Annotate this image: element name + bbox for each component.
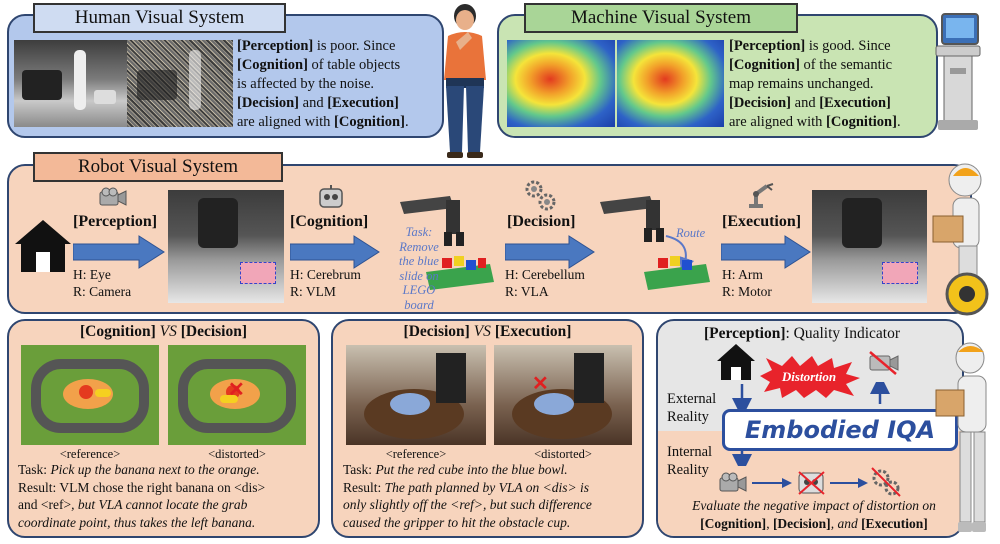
arrow-decision — [505, 235, 595, 269]
arrow-execution — [721, 235, 811, 269]
robot-head-crossed-icon — [798, 471, 825, 495]
robot-arm-lego-illustration — [400, 196, 494, 290]
arrow-perception — [73, 235, 165, 269]
cog-distorted-caption: <distorted> — [208, 447, 266, 461]
human-scene-clean-photo — [14, 40, 127, 127]
task-note: Task: Remove the blue slide on LEGO boar… — [399, 225, 439, 312]
camera-crossed-icon — [869, 351, 899, 375]
stage-decision-human: H: Cerebellum — [505, 267, 585, 282]
robot-arm-icon — [749, 183, 774, 208]
dec-distorted-caption: <distorted> — [534, 447, 592, 461]
pipeline-arrow-2 — [830, 478, 868, 488]
external-reality-label: External Reality — [667, 391, 717, 425]
robot-visual-system-title: Robot Visual System — [33, 152, 283, 182]
stage-execution-human: H: Arm — [722, 267, 763, 282]
cognition-vs-decision-title: [Cognition] VS [Decision] — [79, 323, 248, 340]
stage-cognition-human: H: Cerebrum — [290, 267, 361, 282]
house-icon — [15, 220, 71, 272]
machine-heatmap-clean — [507, 40, 615, 127]
robot-execution-result-photo — [812, 190, 927, 303]
distortion-label: Distortion — [781, 369, 837, 384]
dec-vs-exe-description: Task: Put the red cube into the blue bow… — [343, 462, 592, 530]
stage-perception-robot: R: Camera — [73, 284, 132, 299]
stage-execution-robot: R: Motor — [722, 284, 772, 299]
toy-city-reference-photo — [21, 345, 159, 445]
delivery-robot-illustration — [932, 163, 989, 316]
dec-reference-caption: <reference> — [385, 447, 447, 461]
house-icon-small — [717, 344, 755, 380]
gears-icon — [525, 180, 556, 211]
table-bowl-distorted-photo: ✕ — [494, 345, 632, 445]
pipeline-arrow-1 — [752, 478, 792, 488]
gears-crossed-icon — [871, 467, 901, 497]
embodied-iqa-title: Embodied IQA — [722, 409, 958, 451]
thinking-man-illustration — [444, 4, 486, 158]
internal-reality-label: Internal Reality — [667, 444, 713, 478]
robot-head-icon — [319, 185, 343, 208]
stage-perception-human: H: Eye — [73, 267, 111, 282]
cog-vs-dec-description: Task: Pick up the banana next to the ora… — [18, 462, 266, 530]
machine-description: [Perception] is good. Since [Cognition] … — [729, 38, 901, 130]
machine-heatmap-distorted — [617, 40, 724, 127]
table-bowl-reference-photo — [346, 345, 486, 445]
stage-decision-label: [Decision] — [507, 213, 576, 230]
computer-kiosk-illustration — [935, 13, 981, 130]
human-visual-system-title: Human Visual System — [33, 3, 286, 33]
toy-city-distorted-photo: ✕ — [168, 345, 306, 445]
robot-arm-route-illustration — [600, 196, 710, 290]
stage-cognition-robot: R: VLM — [290, 284, 336, 299]
stage-execution-label: [Execution] — [722, 213, 802, 230]
eiqa-footer: Evaluate the negative impact of distorti… — [692, 498, 936, 531]
stage-perception-label: [Perception] — [73, 213, 158, 230]
arrow-cognition — [290, 235, 380, 269]
distortion-burst — [760, 356, 860, 398]
robot-camera-view-photo — [168, 190, 284, 303]
camera-icon-internal — [719, 472, 747, 492]
decision-vs-execution-title: [Decision] VS [Execution] — [403, 323, 572, 340]
human-scene-noisy-photo — [127, 40, 233, 127]
stage-decision-robot: R: VLA — [505, 284, 549, 299]
humanoid-robot-illustration — [935, 342, 987, 532]
cog-reference-caption: <reference> — [59, 447, 121, 461]
robot-visual-system-panel — [7, 164, 972, 314]
route-label: Route — [676, 226, 706, 240]
eiqa-header: [Perception]: Quality Indicator — [704, 325, 900, 342]
camera-icon — [99, 187, 127, 206]
machine-visual-system-title: Machine Visual System — [524, 3, 798, 33]
stage-cognition-label: [Cognition] — [290, 213, 369, 230]
human-description: [Perception] is poor. Since [Cognition] … — [237, 38, 409, 130]
